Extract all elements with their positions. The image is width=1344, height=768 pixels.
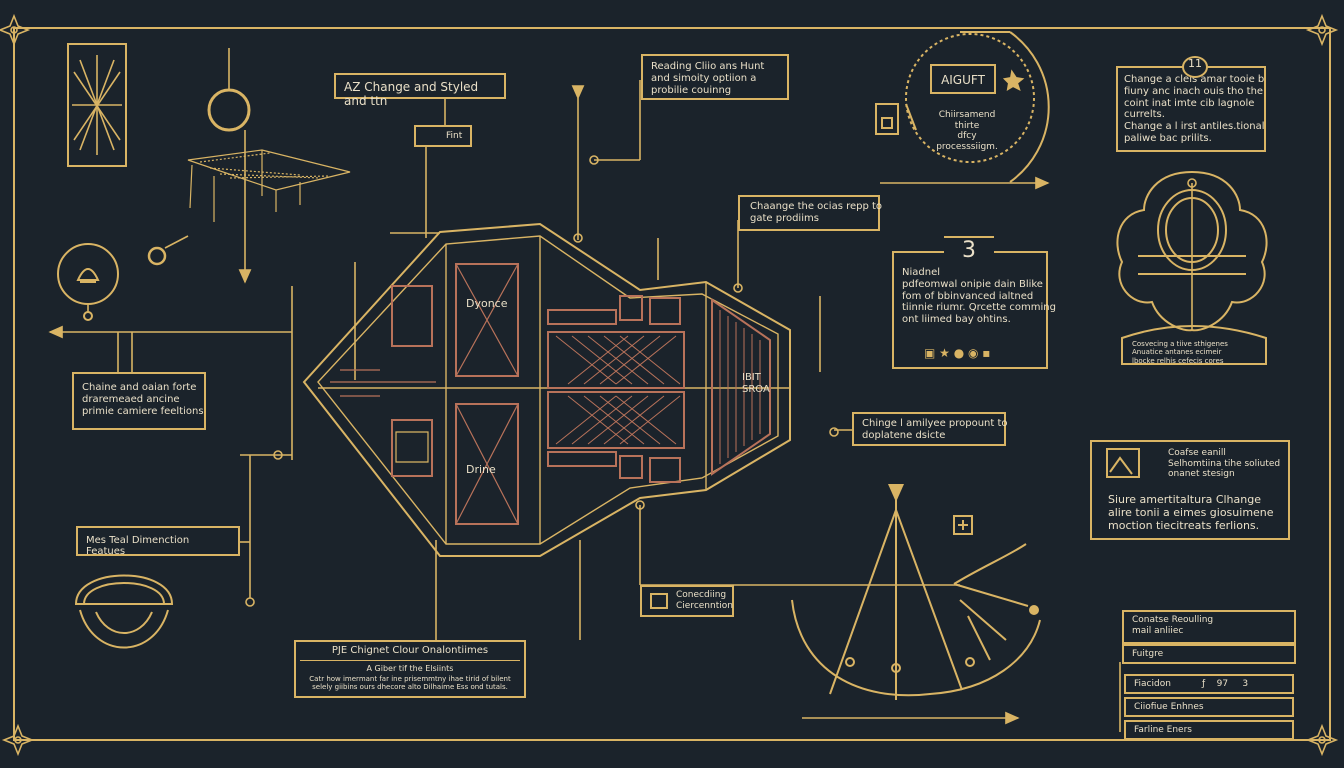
legend-row-5-label: Farline Eners (1134, 725, 1192, 735)
circle-nine-icon (207, 48, 251, 132)
gauge-icon (147, 235, 189, 266)
mid-right-note: Niadnel pdfeomwal onipie dain Blike fom … (892, 251, 1056, 369)
connector-lines (48, 80, 1197, 725)
bottom-center-body: Catr how imermant far ine prisemmtny iha… (309, 675, 511, 692)
hex-text-top: Dyonce (466, 297, 508, 310)
hex-side-text: IBIT SROA (742, 372, 770, 395)
top-right-note: Reading Cliio ans Hunt and simoity optii… (641, 54, 789, 100)
legend-row-3: Fiacidon ƒ 97 3 (1124, 674, 1294, 694)
bottom-center-title: PJE Chignet Clour Onalontiimes (300, 645, 520, 661)
helmet-icon (74, 574, 174, 649)
legend-row-4-label: Ciiofiue Enhnes (1134, 702, 1204, 712)
bottom-center-box: PJE Chignet Clour Onalontiimes A Giber t… (294, 640, 526, 698)
right-mid-title: Coafse eanill Selhomtiina tihe soliuted … (1168, 448, 1281, 480)
mid-callout: Chaange the ocias repp to gate prodiims (738, 195, 883, 231)
right-mirror-text: Cosvecing a tiive sthigenes Anuatice ant… (1132, 340, 1228, 365)
right-top-note: Change a cleis amar tooie b fiuny anc in… (1116, 66, 1266, 152)
left-mid-note-text: Chaine and oaian forte draremeaed ancine… (82, 382, 204, 417)
top-center-box-label: AZ Change and Styled and ttn (344, 80, 479, 108)
pendulum-device (791, 484, 1041, 700)
legend-row-1: Conatse Reoulling mail anliiec (1122, 610, 1296, 644)
right-top-badge: 11 (1182, 56, 1208, 78)
right-mid-body: Siure amertitaltura Clhange alire tonii … (1108, 493, 1274, 532)
hex-machine (302, 222, 791, 557)
bottom-mid-tag: Conecdiing Ciercenntion (640, 585, 734, 617)
ornament-corner-icon (0, 13, 1339, 757)
top-center-box: AZ Change and Styled and ttn (334, 73, 506, 108)
legend-row-3-label: Fiacidon (1134, 679, 1171, 689)
number-three: 3 (944, 236, 994, 268)
mid-right-callout: Chinge l amilyee propount to doplatene d… (852, 412, 1008, 446)
legend-row-5: Farline Eners (1124, 720, 1294, 740)
bottom-center-sub: A Giber tif the Elsiints (366, 664, 454, 673)
top-right-note-text: Reading Cliio ans Hunt and simoity optii… (651, 61, 765, 96)
right-top-note-text: Change a cleis amar tooie b fiuny anc in… (1124, 74, 1265, 144)
bottom-mid-tag-text: Conecdiing Ciercenntion (676, 590, 733, 611)
circle-subtext: Chiirsamend thirte dfcy processsiigm. (936, 110, 998, 152)
table-sketch (187, 149, 351, 222)
orbit-arc (875, 31, 1050, 183)
aiguft-box: AIGUFT (930, 64, 996, 94)
small-tag: Fint (414, 125, 472, 147)
hex-text-bottom: Drine (466, 463, 496, 476)
mid-right-note-text: Niadnel pdfeomwal onipie dain Blike fom … (902, 267, 1056, 326)
frame-icon (650, 593, 668, 609)
left-low-label: Mes Teal Dimenction Featues (76, 526, 240, 557)
mountain-icon (1106, 448, 1140, 478)
mirror-frame (1116, 170, 1268, 365)
legend-row-2: Fuitgre (1122, 644, 1296, 664)
lantern-icon (57, 243, 119, 321)
mid-callout-text: Chaange the ocias repp to gate prodiims (750, 201, 883, 224)
mid-right-icons: ▣ ★ ● ◉ ▪ (924, 346, 991, 360)
right-mid-card: Coafse eanill Selhomtiina tihe soliuted … (1090, 440, 1290, 540)
plus-icon (953, 515, 973, 535)
small-tag-label: Fint (446, 131, 463, 141)
legend-row-3-value: ƒ 97 3 (1202, 679, 1249, 689)
aiguft-label: AIGUFT (941, 73, 985, 87)
legend-row-4: Ciiofiue Enhnes (1124, 697, 1294, 717)
left-mid-note: Chaine and oaian forte draremeaed ancine… (72, 372, 206, 430)
left-low-label-text: Mes Teal Dimenction Featues (86, 535, 190, 557)
starburst-icon (67, 43, 127, 167)
legend-row-2-label: Fuitgre (1132, 649, 1164, 659)
legend-row-1-label: Conatse Reoulling mail anliiec (1132, 615, 1214, 636)
outer-frame (13, 27, 1331, 741)
mid-right-callout-text: Chinge l amilyee propount to doplatene d… (862, 418, 1008, 441)
